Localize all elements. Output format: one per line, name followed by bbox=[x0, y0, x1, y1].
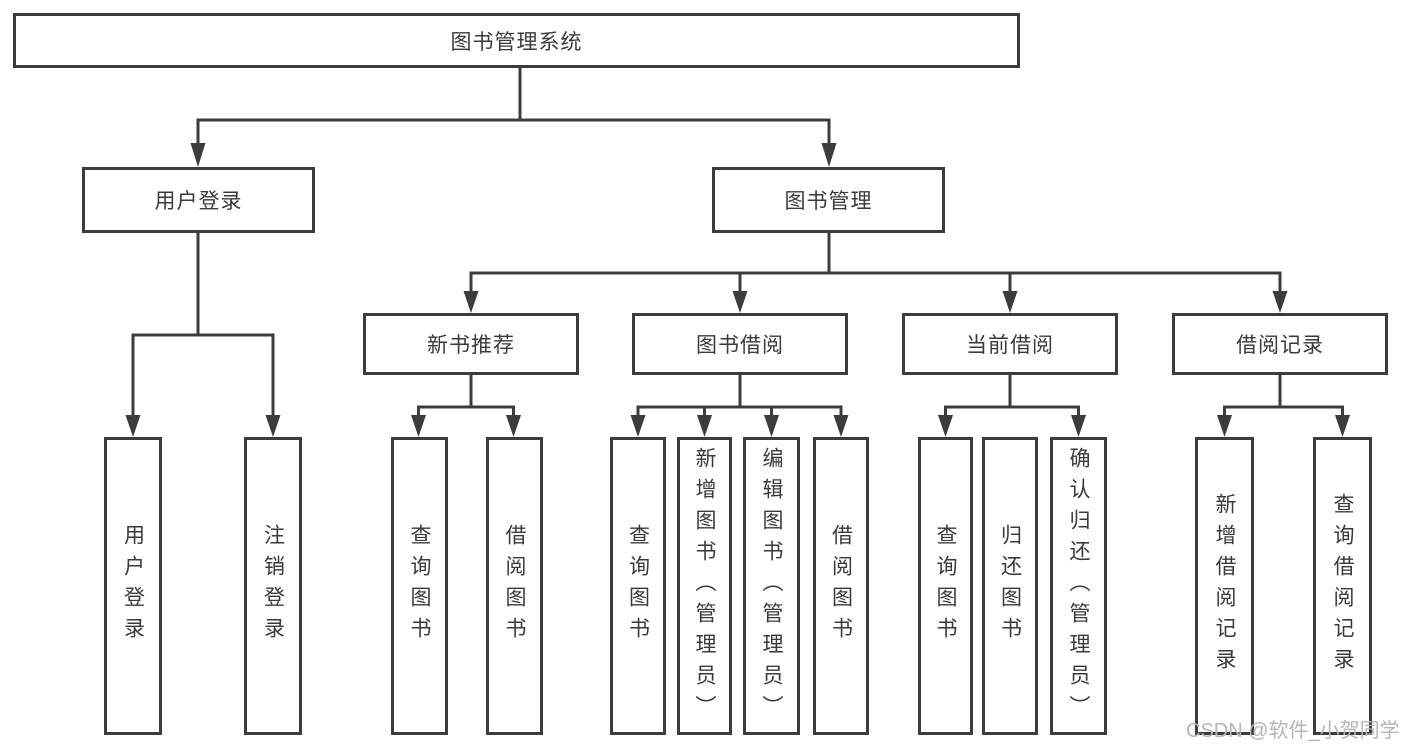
leaf-borrow-books: 借阅图书 bbox=[813, 437, 869, 735]
node-user-login: 用户登录 bbox=[82, 167, 315, 233]
leaf-edit-books-admin: 编辑图书（管理员） bbox=[743, 437, 800, 735]
leaf-label: 新增图书（管理员） bbox=[693, 446, 716, 726]
leaf-confirm-return-admin: 确认归还（管理员） bbox=[1050, 437, 1107, 735]
leaf-add-borrow-record: 新增借阅记录 bbox=[1195, 437, 1254, 735]
node-current-borrowing: 当前借阅 bbox=[902, 313, 1118, 375]
leaf-label: 查询借阅记录 bbox=[1331, 493, 1354, 679]
leaf-label: 编辑图书（管理员） bbox=[760, 446, 783, 726]
node-label: 图书管理系统 bbox=[450, 30, 583, 54]
node-borrowing-records: 借阅记录 bbox=[1172, 313, 1388, 375]
leaf-label: 借阅图书 bbox=[829, 524, 853, 648]
leaf-query-books: 查询图书 bbox=[918, 437, 973, 735]
node-label: 用户登录 bbox=[154, 190, 243, 213]
leaf-label: 新增借阅记录 bbox=[1213, 493, 1236, 679]
leaf-label: 查询图书 bbox=[934, 524, 957, 648]
leaf-query-borrow-record: 查询借阅记录 bbox=[1313, 437, 1372, 735]
leaf-query-books: 查询图书 bbox=[391, 437, 448, 735]
leaf-label: 归还图书 bbox=[998, 524, 1022, 648]
leaf-label: 确认归还（管理员） bbox=[1067, 446, 1090, 726]
leaf-borrow-books: 借阅图书 bbox=[486, 437, 543, 735]
leaf-logout: 注销登录 bbox=[244, 437, 302, 735]
node-new-book-recommendation: 新书推荐 bbox=[363, 313, 579, 375]
leaf-label: 查询图书 bbox=[626, 524, 650, 648]
node-label: 当前借阅 bbox=[966, 334, 1054, 357]
leaf-label: 用户登录 bbox=[121, 524, 145, 648]
csdn-watermark: CSDN @软件_小贺同学 bbox=[1186, 720, 1400, 742]
leaf-add-books-admin: 新增图书（管理员） bbox=[677, 437, 732, 735]
leaf-label: 借阅图书 bbox=[503, 524, 526, 648]
node-book-borrowing: 图书借阅 bbox=[632, 313, 848, 375]
leaf-label: 查询图书 bbox=[408, 524, 431, 648]
node-label: 借阅记录 bbox=[1236, 334, 1324, 357]
node-label: 新书推荐 bbox=[427, 334, 515, 357]
node-library-management-system: 图书管理系统 bbox=[13, 13, 1020, 68]
leaf-query-books: 查询图书 bbox=[610, 437, 666, 735]
leaf-return-books: 归还图书 bbox=[982, 437, 1038, 735]
leaf-user-login: 用户登录 bbox=[104, 437, 162, 735]
node-label: 图书管理 bbox=[784, 190, 873, 213]
node-book-management: 图书管理 bbox=[712, 167, 945, 233]
leaf-label: 注销登录 bbox=[261, 524, 285, 648]
node-label: 图书借阅 bbox=[696, 334, 784, 357]
